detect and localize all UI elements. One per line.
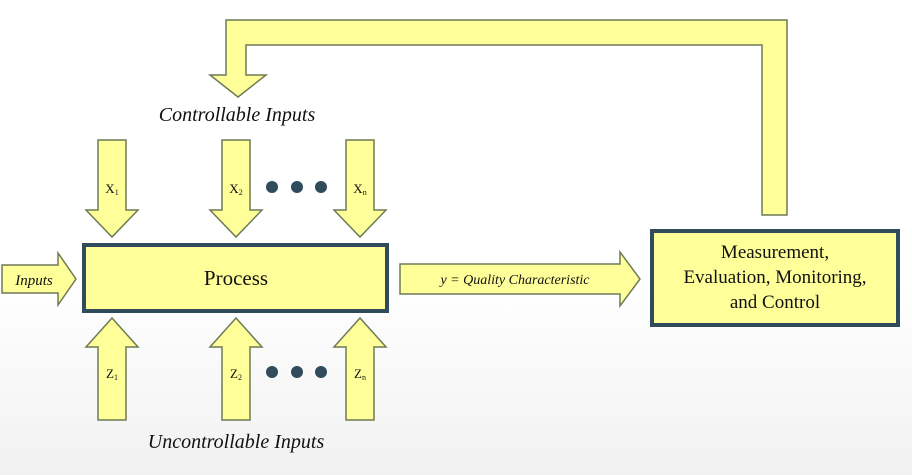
arrow-zn	[332, 316, 388, 421]
measurement-line2: Evaluation, Monitoring,	[683, 267, 866, 288]
ellipsis-dot	[291, 366, 303, 378]
z1-label: Z1	[106, 366, 118, 382]
arrow-xn	[332, 139, 388, 239]
ellipsis-dot	[266, 181, 278, 193]
xn-label: Xn	[353, 181, 366, 197]
arrow-z2	[208, 316, 264, 421]
process-box	[82, 243, 389, 313]
inputs-label: Inputs	[14, 273, 53, 289]
feedback-arrow	[207, 19, 788, 216]
x1-label: X1	[105, 181, 118, 197]
ellipsis-dot	[291, 181, 303, 193]
measurement-line3: and Control	[730, 292, 820, 313]
process-label: Process	[204, 266, 268, 290]
x2-label: X2	[229, 181, 242, 197]
uncontrollable-inputs-label: Uncontrollable Inputs	[148, 431, 325, 453]
inputs-arrow	[1, 250, 77, 308]
arrow-x1	[84, 139, 140, 239]
arrow-z1	[84, 316, 140, 421]
measurement-line1: Measurement,	[721, 242, 829, 263]
zn-label: Zn	[354, 366, 366, 382]
controllable-inputs-label: Controllable Inputs	[159, 104, 316, 126]
arrow-x2	[208, 139, 264, 239]
ellipsis-dot	[315, 181, 327, 193]
measurement-box	[650, 229, 900, 327]
output-label: y = Quality Characteristic	[438, 273, 590, 288]
ellipsis-dot	[315, 366, 327, 378]
ellipsis-dot	[266, 366, 278, 378]
z2-label: Z2	[230, 366, 242, 382]
output-arrow	[399, 249, 641, 309]
